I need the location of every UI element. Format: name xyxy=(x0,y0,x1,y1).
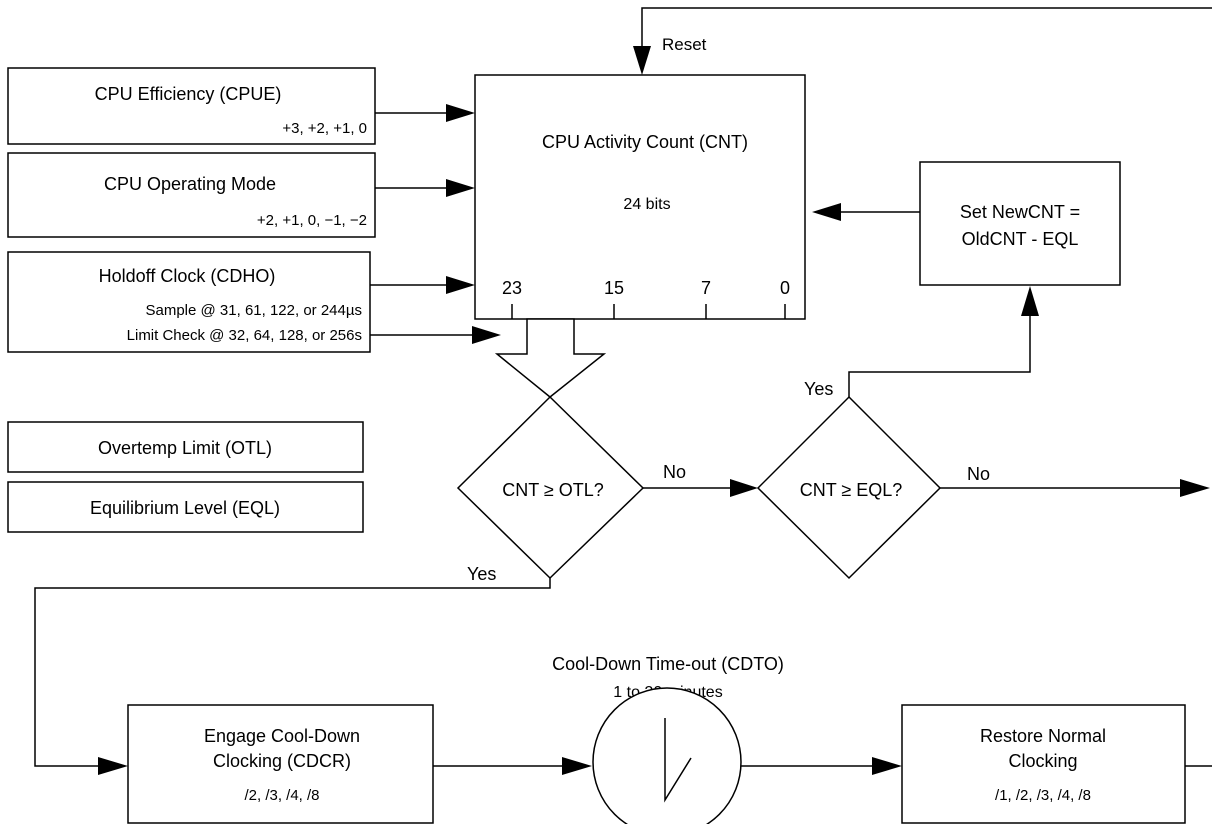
clock-hands xyxy=(664,718,692,803)
set-newcnt-line1: Set NewCNT = xyxy=(960,202,1080,222)
otl-yes-label: Yes xyxy=(467,564,496,584)
eql-yes-path: Yes xyxy=(804,286,1039,399)
decision-otl-label: CNT ≥ OTL? xyxy=(502,480,604,500)
engage-line2: Clocking (CDCR) xyxy=(213,751,351,771)
overtemp-limit-box: Overtemp Limit (OTL) xyxy=(7,421,364,473)
mode-arrow xyxy=(446,179,475,197)
equilibrium-level-label: Equilibrium Level (EQL) xyxy=(90,498,280,518)
eql-no-path: No xyxy=(940,464,1210,497)
equilibrium-level-box: Equilibrium Level (EQL) xyxy=(7,481,364,533)
restore-line1: Restore Normal xyxy=(980,726,1106,746)
clock-icon xyxy=(592,687,742,824)
engage-values: /2, /3, /4, /8 xyxy=(244,787,319,804)
otl-no-path: No xyxy=(643,462,758,497)
cdho-limit-arrow xyxy=(472,326,501,344)
cpu-efficiency-box: CPU Efficiency (CPUE) +3, +2, +1, 0 xyxy=(7,67,376,145)
decision-otl: CNT ≥ OTL? xyxy=(456,395,645,580)
restore-clocking-box: Restore Normal Clocking /1, /2, /3, /4, … xyxy=(901,704,1186,824)
bus-arrow xyxy=(494,318,607,398)
timer-title: Cool-Down Time-out (CDTO) xyxy=(552,654,784,674)
otl-yes-path: Yes xyxy=(34,564,551,775)
restore-values: /1, /2, /3, /4, /8 xyxy=(995,787,1091,804)
engage-to-timer-arrow xyxy=(433,757,592,775)
bit-label-15: 15 xyxy=(604,278,624,298)
counter-bits: 24 bits xyxy=(623,196,670,213)
holdoff-clock-box: Holdoff Clock (CDHO) Sample @ 31, 61, 12… xyxy=(7,251,371,353)
cpue-arrow xyxy=(446,104,475,122)
engage-cooldown-box: Engage Cool-Down Clocking (CDCR) /2, /3,… xyxy=(127,704,434,824)
restore-line2: Clocking xyxy=(1008,751,1077,771)
reset-line: Reset xyxy=(633,7,1212,75)
input-arrows xyxy=(370,104,501,344)
cpu-efficiency-values: +3, +2, +1, 0 xyxy=(282,120,367,137)
holdoff-clock-title: Holdoff Clock (CDHO) xyxy=(99,266,276,286)
holdoff-sample-rate: Sample @ 31, 61, 122, or 244µs xyxy=(146,302,363,319)
counter-title: CPU Activity Count (CNT) xyxy=(542,132,748,152)
overtemp-limit-label: Overtemp Limit (OTL) xyxy=(98,438,272,458)
cpu-operating-mode-box: CPU Operating Mode +2, +1, 0, −1, −2 xyxy=(7,152,376,238)
cpu-operating-mode-values: +2, +1, 0, −1, −2 xyxy=(257,212,367,229)
cpu-operating-mode-title: CPU Operating Mode xyxy=(104,174,276,194)
reset-arrow xyxy=(633,46,651,75)
eql-no-label: No xyxy=(967,464,990,484)
newcnt-to-counter-arrow xyxy=(812,203,920,221)
cpu-activity-count-box: CPU Activity Count (CNT) 24 bits 23 15 7… xyxy=(474,74,806,320)
decision-eql-label: CNT ≥ EQL? xyxy=(800,480,903,500)
bit-label-7: 7 xyxy=(701,278,711,298)
eql-yes-label: Yes xyxy=(804,379,833,399)
bit-label-0: 0 xyxy=(780,278,790,298)
engage-line1: Engage Cool-Down xyxy=(204,726,360,746)
bit-label-23: 23 xyxy=(502,278,522,298)
cooldown-timer: Cool-Down Time-out (CDTO) 1 to 20 minute… xyxy=(552,654,784,824)
set-newcnt-line2: OldCNT - EQL xyxy=(962,229,1079,249)
timer-to-restore-arrow xyxy=(741,757,902,775)
holdoff-limit-check: Limit Check @ 32, 64, 128, or 256s xyxy=(127,327,362,344)
cpu-efficiency-title: CPU Efficiency (CPUE) xyxy=(95,84,282,104)
decision-eql: CNT ≥ EQL? xyxy=(756,395,942,580)
cdho-sample-arrow xyxy=(446,276,475,294)
reset-label: Reset xyxy=(662,35,707,54)
otl-no-label: No xyxy=(663,462,686,482)
set-newcnt-box: Set NewCNT = OldCNT - EQL xyxy=(919,161,1121,286)
